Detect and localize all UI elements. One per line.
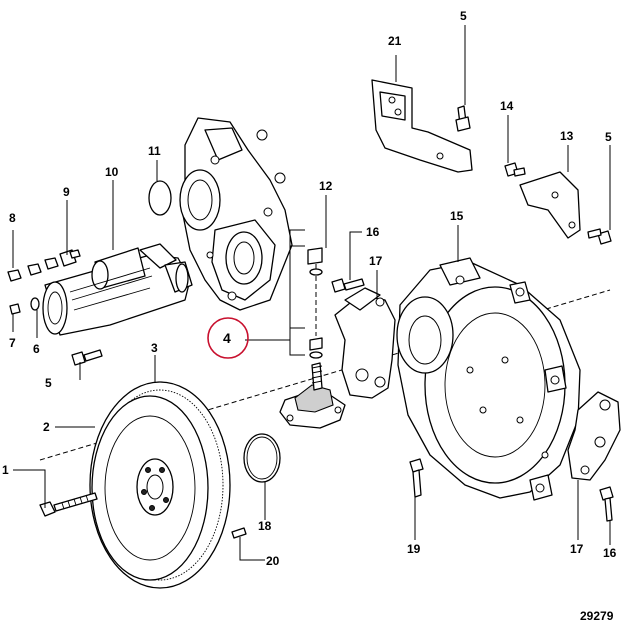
callout-11: 11 (148, 144, 161, 158)
callout-14: 14 (500, 99, 514, 113)
callout-15: 15 (450, 209, 464, 223)
callout-5-right: 5 (605, 130, 612, 144)
callout-12: 12 (319, 179, 333, 193)
callout-16-upper: 16 (366, 225, 380, 239)
bracket-bolt-upper[interactable] (331, 278, 365, 293)
starter-motor[interactable] (42, 243, 193, 336)
callout-18: 18 (258, 519, 272, 533)
leader-lines (12, 25, 611, 561)
callout-19: 19 (407, 542, 421, 556)
starter-bolt[interactable] (71, 349, 103, 366)
callout-13: 13 (560, 129, 574, 143)
callout-6: 6 (33, 342, 40, 356)
mount-bracket-left[interactable] (334, 287, 396, 399)
support-bolt-upper[interactable] (504, 162, 526, 177)
dowel-pin[interactable] (231, 527, 247, 539)
callout-16-lower: 16 (603, 546, 617, 560)
bracket-bolt-lower[interactable] (599, 486, 614, 522)
callout-21: 21 (388, 34, 402, 48)
callouts: 1 2 3 4 5 5 5 6 7 8 9 10 11 12 13 14 15 … (2, 9, 617, 568)
callout-5-top: 5 (460, 9, 467, 23)
flywheel-housing-front[interactable] (179, 117, 293, 311)
o-ring[interactable] (243, 433, 281, 483)
starter-stud[interactable] (59, 249, 81, 267)
mount-bracket-right[interactable] (567, 391, 621, 481)
callout-9: 9 (63, 185, 70, 199)
figure-number: 29279 (580, 609, 614, 623)
callout-8: 8 (9, 211, 16, 225)
callout-20: 20 (266, 554, 280, 568)
housing-o-ring[interactable] (148, 180, 172, 216)
upper-bolt[interactable] (455, 105, 471, 132)
starter-screw[interactable] (9, 303, 21, 315)
callout-17-upper: 17 (369, 254, 383, 268)
callout-17-lower: 17 (570, 542, 584, 556)
callout-2: 2 (43, 420, 50, 434)
callout-7: 7 (9, 336, 16, 350)
flywheel[interactable] (89, 381, 231, 589)
callout-1: 1 (2, 463, 9, 477)
callout-4[interactable]: 4 (223, 330, 231, 346)
callout-5-left: 5 (45, 376, 52, 390)
starter-washer[interactable] (30, 297, 40, 311)
support-bolt-right[interactable] (587, 228, 612, 245)
highlight-circle (207, 317, 249, 359)
starter-nuts[interactable] (7, 257, 59, 282)
housing-bolt[interactable] (409, 458, 424, 498)
flywheel-housing[interactable] (396, 257, 581, 501)
engine-mount[interactable] (279, 247, 346, 429)
callout-3: 3 (151, 341, 158, 355)
support-bracket[interactable] (519, 171, 581, 239)
flywheel-bolt[interactable] (39, 492, 98, 517)
callout-10: 10 (105, 165, 119, 179)
upper-bracket[interactable] (371, 79, 473, 173)
